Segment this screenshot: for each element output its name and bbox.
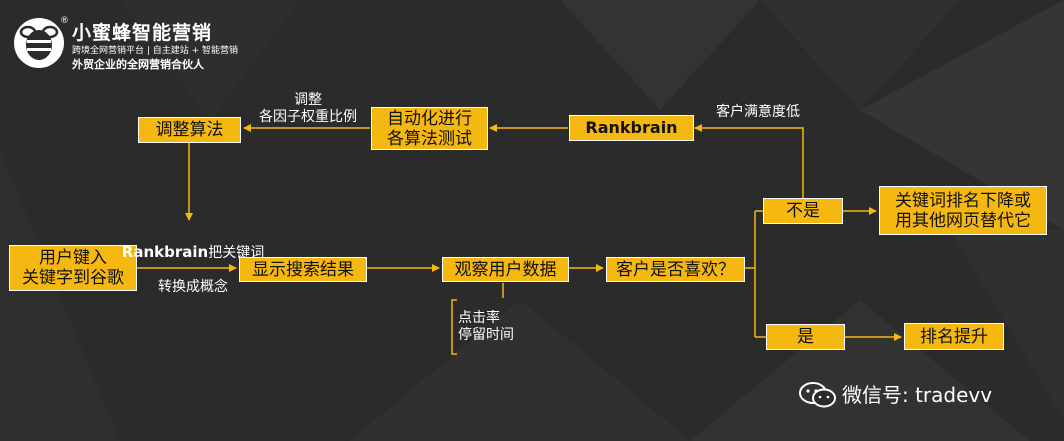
logo-icon	[14, 18, 64, 68]
node-customer-like: 客户是否喜欢？	[606, 257, 745, 282]
node-show-results: 显示搜索结果	[239, 257, 367, 282]
wechat-label: 微信号: tradevv	[842, 383, 993, 407]
node-rankbrain: Rankbrain	[569, 115, 694, 141]
label-metrics: 点击率 停留时间	[458, 310, 514, 343]
label-adjust-weights: 调整 各因子权重比例	[259, 92, 357, 125]
label-rankbrain-convert-1: 把关键词	[208, 245, 265, 261]
node-yes: 是	[766, 324, 845, 350]
label-rankbrain-convert: Rankbrain把关键词 转换成概念	[118, 227, 268, 296]
node-user-input: 用户键入 关键字到谷歌	[9, 245, 137, 291]
arrow-no-to-rankbrain	[694, 124, 804, 198]
brand-tagline: 外贸企业的全网营销合伙人	[72, 58, 204, 71]
node-observe-data: 观察用户数据	[442, 257, 569, 282]
node-rank-up: 排名提升	[904, 323, 1004, 350]
brand-title: 小蜜蜂智能营销	[72, 22, 213, 44]
registered-mark: ®	[60, 16, 69, 26]
node-adjust-algo: 调整算法	[138, 117, 241, 143]
node-auto-test: 自动化进行 各算法测试	[371, 107, 488, 150]
label-satisfaction-low: 客户满意度低	[716, 104, 800, 120]
metrics-bracket	[451, 299, 457, 355]
node-no: 不是	[763, 198, 843, 224]
brand-subtitle: 跨境全网营销平台 | 自主建站 + 智能营销	[72, 46, 239, 56]
wechat-icon	[799, 382, 836, 408]
label-rankbrain-prefix: Rankbrain	[121, 243, 209, 261]
label-rankbrain-convert-2: 转换成概念	[158, 279, 228, 295]
node-rank-down: 关键词排名下降或 用其他网页替代它	[879, 186, 1047, 235]
